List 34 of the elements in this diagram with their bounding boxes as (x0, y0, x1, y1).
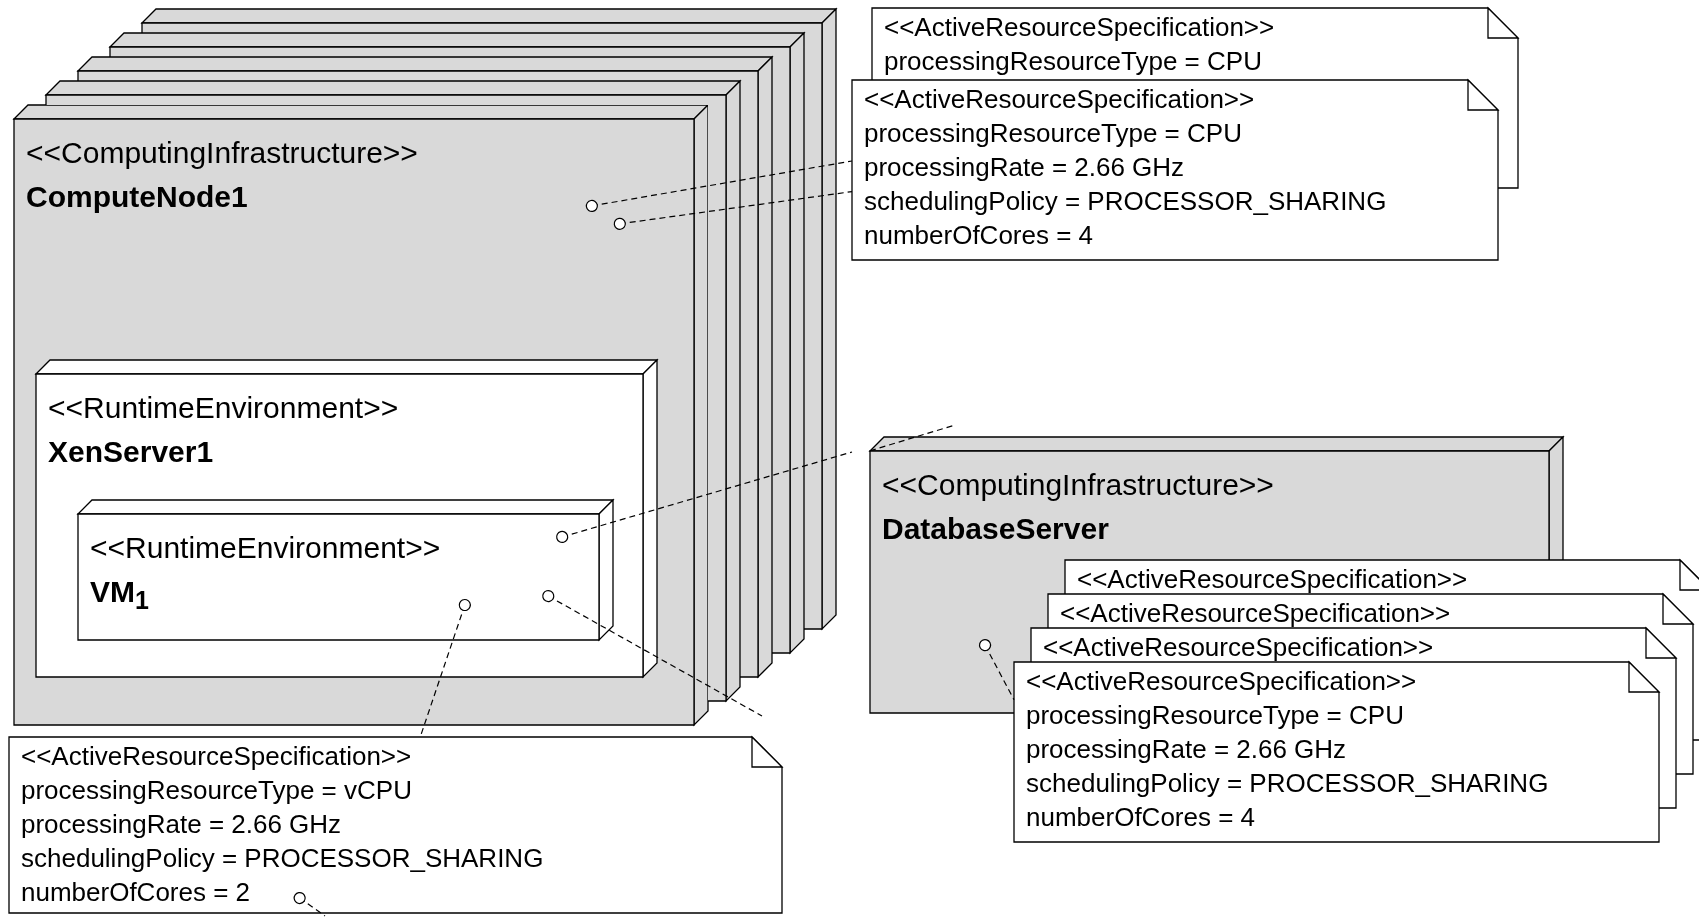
attribute-text: processingResourceType = CPU (1026, 699, 1404, 732)
attribute-text: processingRate = 2.66 GHz (1026, 733, 1347, 766)
attribute-text: schedulingPolicy = PROCESSOR_SHARING (21, 842, 544, 875)
attribute-text: processingRate = 2.66 GHz (864, 151, 1185, 184)
attribute-text: schedulingPolicy = PROCESSOR_SHARING (864, 185, 1387, 218)
node-name: XenServer1 (48, 434, 214, 470)
attribute-text: processingResourceType = CPU (884, 45, 1262, 78)
attribute-text: processingResourceType = CPU (864, 117, 1242, 150)
node-name: VM$_{1}$ (90, 574, 149, 616)
connector-line (293, 891, 326, 917)
stereotype-label: <<ComputingInfrastructure>> (26, 135, 418, 171)
stereotype-label: <<ActiveResourceSpecification>> (864, 83, 1255, 116)
connector-line (556, 451, 853, 544)
connector-line (978, 639, 1015, 701)
node-name: ComputeNode1 (26, 179, 248, 215)
connector-line (585, 160, 853, 212)
stereotype-label: <<ActiveResourceSpecification>> (1077, 563, 1468, 596)
attribute-text: schedulingPolicy = PROCESSOR_SHARING (1026, 767, 1549, 800)
stereotype-label: <<RuntimeEnvironment>> (90, 530, 441, 566)
stereotype-label: <<ActiveResourceSpecification>> (1026, 665, 1417, 698)
attribute-text: numberOfCores = 4 (1026, 801, 1256, 834)
stereotype-label: <<ComputingInfrastructure>> (882, 467, 1274, 503)
connector-line (613, 191, 853, 230)
node-name: DatabaseServer (882, 511, 1109, 547)
stereotype-label: <<ActiveResourceSpecification>> (21, 740, 412, 773)
attribute-text: processingResourceType = vCPU (21, 774, 412, 807)
attribute-text: numberOfCores = 4 (864, 219, 1094, 252)
stereotype-label: <<ActiveResourceSpecification>> (1043, 631, 1434, 664)
stereotype-label: <<ActiveResourceSpecification>> (884, 11, 1275, 44)
stereotype-label: <<RuntimeEnvironment>> (48, 390, 399, 426)
stereotype-label: <<ActiveResourceSpecification>> (1060, 597, 1451, 630)
connector-line (542, 589, 763, 717)
attribute-text: numberOfCores = 2 (21, 876, 251, 909)
attribute-text: processingRate = 2.66 GHz (21, 808, 342, 841)
